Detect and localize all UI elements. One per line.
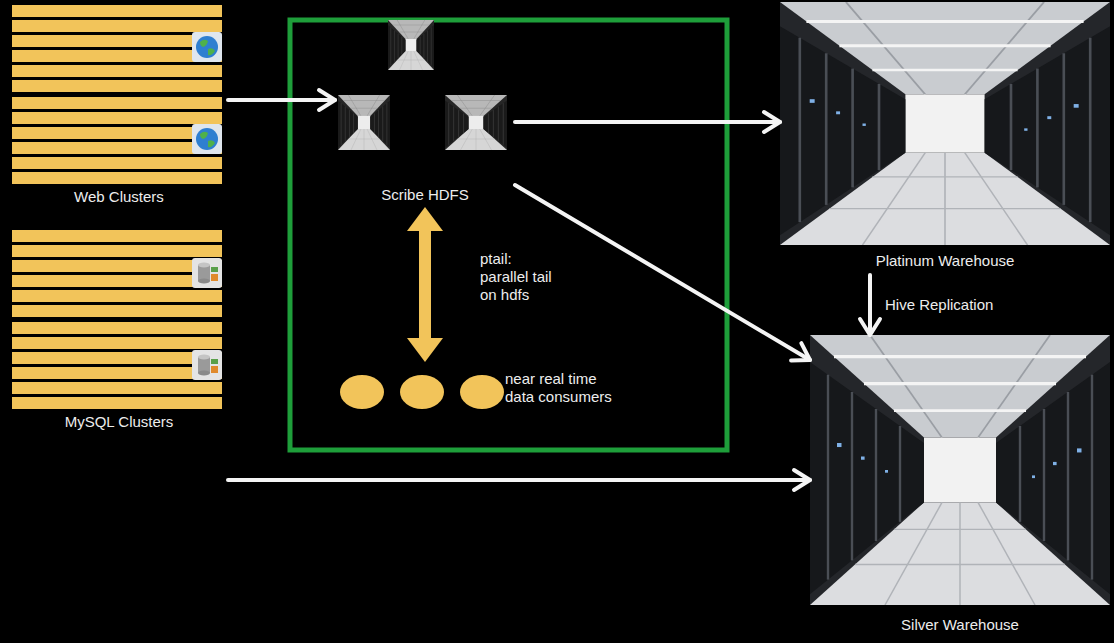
flow-arrow [228,90,335,110]
server-room-photo [810,335,1110,605]
flow-arrow [860,275,880,335]
server-stack [12,322,222,409]
node-label: near real time data consumers [505,370,630,406]
consumer-ellipse [340,375,384,409]
node-label: Silver Warehouse [810,616,1110,634]
database-icon [192,258,222,288]
web-cluster-group: Web Clusters [10,3,228,215]
arrow-head [407,207,443,231]
consumer-ellipse [460,375,504,409]
arrow-head [407,338,443,362]
node-label: MySQL Clusters [10,413,228,431]
server-room-photo [338,95,390,150]
arrow-head [791,343,810,360]
flow-arrow [515,112,780,132]
flow-arrow [228,470,810,490]
server-stack [12,97,222,184]
database-icon [192,350,222,380]
server-stack [12,5,222,92]
node-label: Scribe HDFS [335,186,515,204]
arrow-shaft [228,98,335,102]
arrow-head [764,112,780,132]
arrow-head [794,470,810,490]
edge-label: Hive Replication [885,296,993,314]
arrow-head [860,319,880,335]
hdfs-cluster: Scribe HDFS [335,15,515,207]
highlight-frame [290,20,727,450]
globe-icon [192,32,222,62]
server-stack [12,230,222,317]
edge-label: ptail: parallel tail on hdfs [480,250,560,304]
server-room-photo [445,95,507,150]
node-label: Platinum Warehouse [780,252,1110,270]
arrow-head [319,90,335,110]
arrow-shaft [228,478,810,482]
mysql-cluster-group: MySQL Clusters [10,228,228,490]
flow-arrow [407,207,443,362]
arrow-shaft [515,120,780,124]
server-room-photo [388,20,434,70]
server-room-photo [780,2,1110,245]
consumer-ellipse [400,375,444,409]
arrow-shaft [419,230,431,339]
data-consumers: near real time data consumers [335,362,635,417]
warehouse: Platinum Warehouse [780,2,1110,275]
warehouse: Silver Warehouse [810,335,1110,637]
globe-icon [192,124,222,154]
arrow-shaft [868,275,872,335]
node-label: Web Clusters [10,188,228,206]
